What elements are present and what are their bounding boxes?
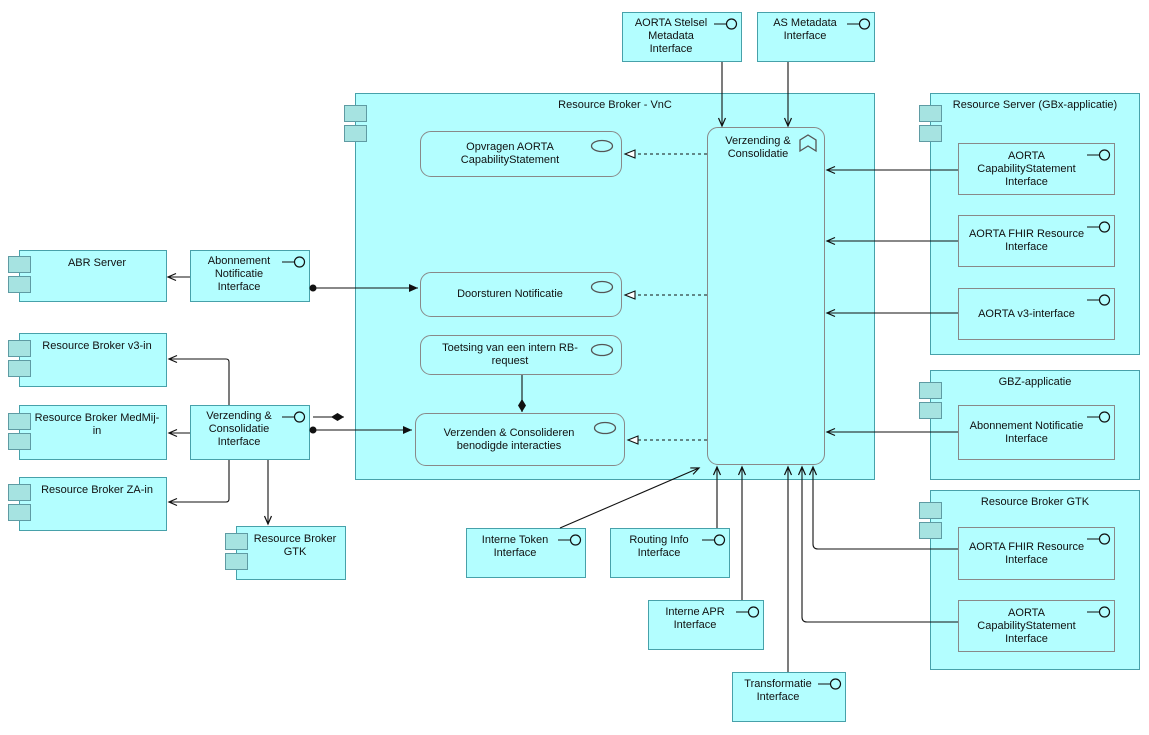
interface-lollipop-icon — [714, 18, 738, 30]
service-verzenden-consolideren-interacties[interactable]: Verzenden & Consolideren benodigde inter… — [415, 413, 625, 466]
node-label: ABR Server — [67, 257, 127, 269]
node-rs-aorta-fhir-resource-interface[interactable]: AORTA FHIR Resource Interface — [958, 215, 1115, 267]
component-icon — [8, 484, 31, 524]
interface-lollipop-icon — [282, 256, 306, 268]
component-icon — [919, 382, 942, 422]
node-label: Transformatie Interface — [744, 678, 812, 703]
component-resource-broker-gtk-left[interactable]: Resource Broker GTK — [225, 526, 346, 580]
interface-lollipop-icon — [736, 606, 760, 618]
component-icon — [919, 105, 942, 145]
node-label: Resource Broker v3-in — [42, 340, 152, 352]
node-rs-aorta-capabilitystatement-interface[interactable]: AORTA CapabilityStatement Interface — [958, 143, 1115, 195]
node-label: Verzending & Consolidatie Interface — [206, 410, 272, 448]
interface-lollipop-icon — [818, 678, 842, 690]
interface-lollipop-icon — [1087, 606, 1111, 618]
interface-lollipop-icon — [702, 534, 726, 546]
node-label: Interne Token Interface — [481, 534, 549, 559]
assembly-ball — [309, 426, 317, 434]
interface-lollipop-icon — [1087, 149, 1111, 161]
node-as-metadata-interface[interactable]: AS Metadata Interface — [757, 12, 875, 62]
component-icon — [919, 502, 942, 542]
node-label: Toetsing van een intern RB-request — [442, 342, 578, 367]
node-label: Verzending & Consolidatie — [725, 135, 791, 160]
node-label: Routing Info Interface — [629, 534, 689, 559]
node-label: Resource Broker GTK — [253, 533, 337, 558]
application-function-icon — [798, 133, 818, 153]
node-interne-token-interface[interactable]: Interne Token Interface — [466, 528, 586, 578]
node-routing-info-interface[interactable]: Routing Info Interface — [610, 528, 730, 578]
component-abr-server[interactable]: ABR Server — [8, 250, 167, 302]
node-verzending-consolidatie-interface[interactable]: Verzending & Consolidatie Interface — [190, 405, 310, 460]
node-gtk-aorta-capabilitystatement-interface[interactable]: AORTA CapabilityStatement Interface — [958, 600, 1115, 652]
application-service-icon — [590, 280, 614, 294]
component-resource-broker-medmij-in[interactable]: Resource Broker MedMij-in — [8, 405, 167, 460]
node-label: Interne APR Interface — [665, 606, 725, 631]
node-gtk-aorta-fhir-resource-interface[interactable]: AORTA FHIR Resource Interface — [958, 527, 1115, 580]
container-title: Resource Broker - VnC — [558, 99, 672, 111]
service-doorsturen-notificatie[interactable]: Doorsturen Notificatie — [420, 272, 622, 317]
application-service-icon — [593, 421, 617, 435]
edge-vcif-to-v3in — [167, 354, 230, 405]
node-label: AORTA FHIR Resource Interface — [968, 228, 1085, 253]
service-toetsing-intern-rb-request[interactable]: Toetsing van een intern RB-request — [420, 335, 622, 375]
interface-lollipop-icon — [847, 18, 871, 30]
application-service-icon — [590, 139, 614, 153]
assembly-ball — [309, 284, 317, 292]
component-resource-broker-v3-in[interactable]: Resource Broker v3-in — [8, 333, 167, 387]
node-label: Verzenden & Consolideren benodigde inter… — [443, 426, 575, 452]
node-label: Resource Broker MedMij-in — [34, 412, 160, 437]
component-icon — [225, 533, 248, 573]
service-opvragen-aorta-capabilitystatement[interactable]: Opvragen AORTA CapabilityStatement — [420, 131, 622, 177]
node-label: Resource Broker ZA-in — [41, 484, 153, 496]
component-icon — [344, 105, 367, 145]
interface-lollipop-icon — [1087, 221, 1111, 233]
component-resource-broker-za-in[interactable]: Resource Broker ZA-in — [8, 477, 167, 531]
interface-lollipop-icon — [558, 534, 582, 546]
container-title: Resource Broker GTK — [980, 496, 1090, 508]
component-icon — [8, 412, 31, 453]
node-label: Opvragen AORTA CapabilityStatement — [460, 141, 560, 166]
node-label: AORTA Stelsel Metadata Interface — [634, 17, 708, 55]
interface-lollipop-icon — [1087, 411, 1111, 423]
node-label: Doorsturen Notificatie — [457, 288, 563, 300]
interface-lollipop-icon — [1087, 533, 1111, 545]
container-title: Resource Server (GBx-applicatie) — [952, 99, 1118, 111]
node-label: AORTA FHIR Resource Interface — [968, 540, 1085, 566]
container-title: GBZ-applicatie — [998, 376, 1072, 388]
node-interne-apr-interface[interactable]: Interne APR Interface — [648, 600, 764, 650]
component-icon — [8, 340, 31, 380]
node-aorta-stelsel-metadata-interface[interactable]: AORTA Stelsel Metadata Interface — [622, 12, 742, 62]
node-abonnement-notificatie-interface[interactable]: Abonnement Notificatie Interface — [190, 250, 310, 302]
node-rs-aorta-v3-interface[interactable]: AORTA v3-interface — [958, 288, 1115, 340]
node-label: Abonnement Notificatie Interface — [969, 419, 1084, 445]
node-gbz-abonnement-notificatie-interface[interactable]: Abonnement Notificatie Interface — [958, 405, 1115, 460]
node-label: AORTA v3-interface — [978, 307, 1075, 320]
node-label: AORTA CapabilityStatement Interface — [977, 149, 1076, 188]
node-label: AS Metadata Interface — [773, 17, 837, 42]
interface-lollipop-icon — [1087, 294, 1111, 306]
application-service-icon — [590, 343, 614, 357]
node-label: AORTA CapabilityStatement Interface — [977, 606, 1076, 645]
interface-lollipop-icon — [282, 411, 306, 423]
node-transformatie-interface[interactable]: Transformatie Interface — [732, 672, 846, 722]
edge-vcif-to-zain — [167, 460, 230, 507]
node-label: Abonnement Notificatie Interface — [207, 255, 271, 293]
component-icon — [8, 256, 31, 296]
function-verzending-consolidatie[interactable]: Verzending & Consolidatie — [707, 127, 825, 465]
